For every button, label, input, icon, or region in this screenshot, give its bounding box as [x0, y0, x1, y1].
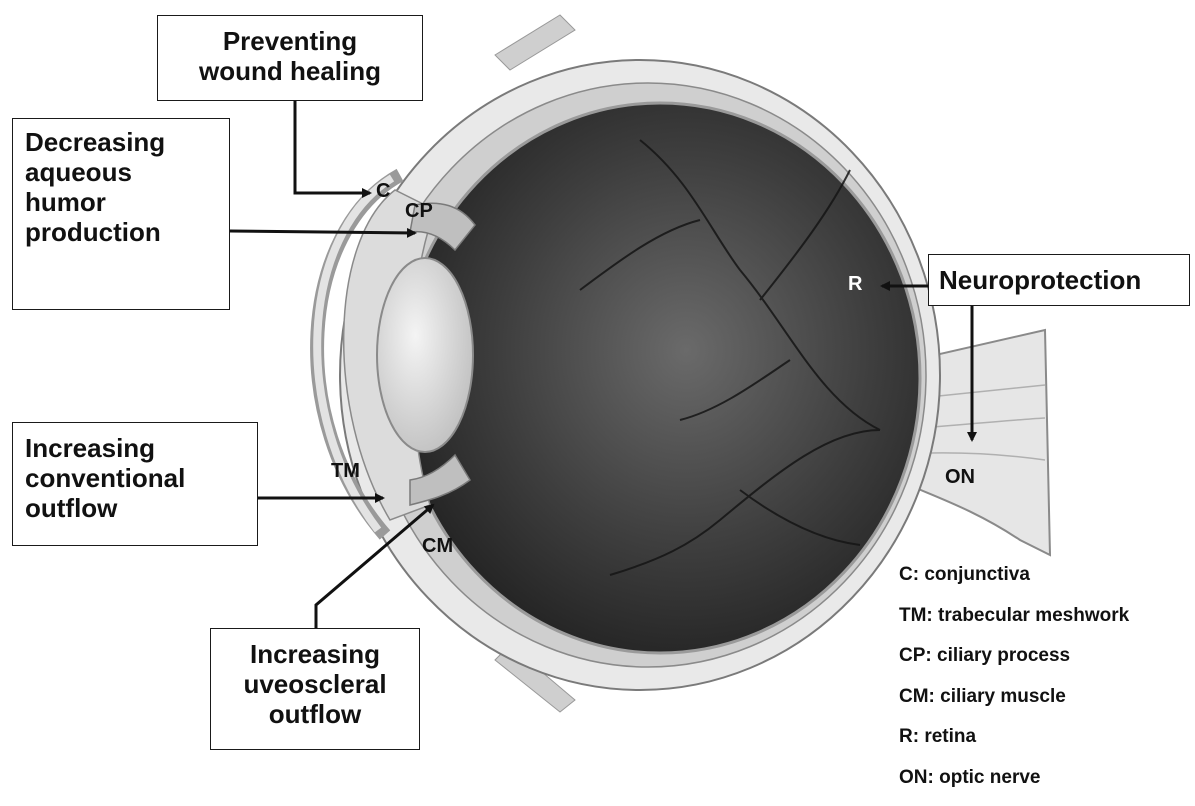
- callout-wound-healing: Preventing wound healing: [157, 15, 423, 101]
- callout-aqueous-line4: production: [25, 217, 229, 247]
- callout-uveoscleral-outflow: Increasing uveoscleral outflow: [210, 628, 420, 750]
- legend-item: CP: ciliary process: [899, 644, 1129, 685]
- legend-item: TM: trabecular meshwork: [899, 604, 1129, 645]
- label-cm: CM: [422, 535, 453, 558]
- callout-uveoscleral-line3: outflow: [211, 699, 419, 729]
- callout-aqueous-line1: Decreasing: [25, 127, 229, 157]
- callout-aqueous-humor: Decreasing aqueous humor production: [12, 118, 230, 310]
- callout-aqueous-line3: humor: [25, 187, 229, 217]
- arrow-wound-healing: [295, 100, 370, 193]
- callout-wound-healing-line2: wound healing: [158, 56, 422, 86]
- callout-conventional-line3: outflow: [25, 493, 257, 523]
- callout-conventional-line1: Increasing: [25, 433, 257, 463]
- label-cp: CP: [405, 200, 433, 223]
- label-r: R: [848, 273, 862, 296]
- callout-wound-healing-line1: Preventing: [158, 26, 422, 56]
- callout-uveoscleral-line2: uveoscleral: [211, 669, 419, 699]
- legend-item: CM: ciliary muscle: [899, 685, 1129, 726]
- lens: [377, 258, 473, 452]
- label-on: ON: [945, 466, 975, 489]
- label-c: C: [376, 180, 390, 203]
- legend-item: R: retina: [899, 725, 1129, 766]
- callout-conventional-line2: conventional: [25, 463, 257, 493]
- upper-muscle: [495, 15, 575, 70]
- legend-item: C: conjunctiva: [899, 563, 1129, 604]
- legend-item: ON: optic nerve: [899, 766, 1129, 806]
- callout-conventional-outflow: Increasing conventional outflow: [12, 422, 258, 546]
- callout-neuroprotection-text: Neuroprotection: [939, 265, 1189, 295]
- callout-neuroprotection: Neuroprotection: [928, 254, 1190, 306]
- callout-aqueous-line2: aqueous: [25, 157, 229, 187]
- callout-uveoscleral-line1: Increasing: [211, 639, 419, 669]
- arrow-aqueous: [230, 231, 415, 233]
- legend: C: conjunctiva TM: trabecular meshwork C…: [899, 563, 1129, 806]
- label-tm: TM: [331, 460, 360, 483]
